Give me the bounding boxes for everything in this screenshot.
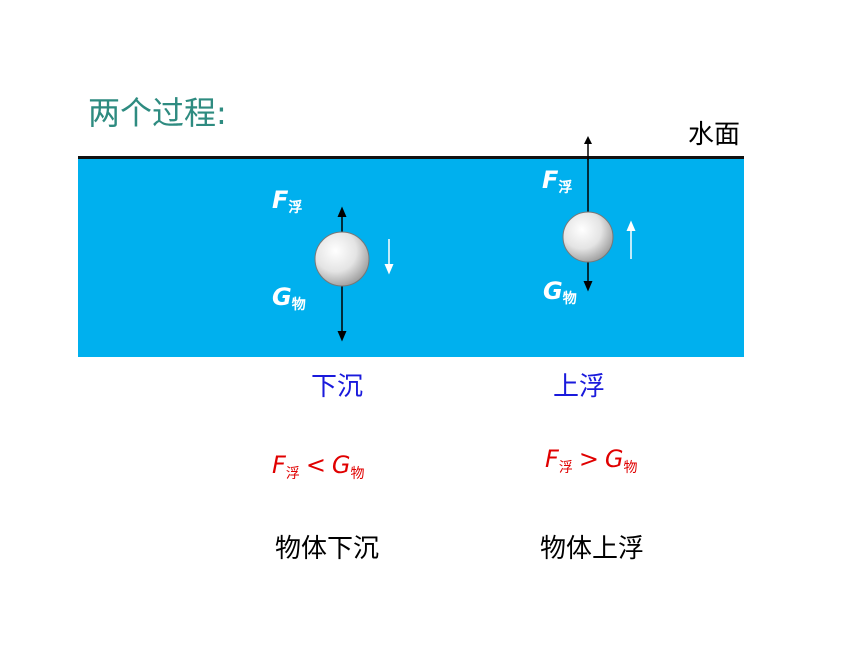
right-buoyancy-label: F浮 xyxy=(542,168,572,195)
right-ball xyxy=(562,211,614,263)
water-surface-line xyxy=(78,156,744,159)
right-cond-lhs: F xyxy=(545,445,559,473)
water-body xyxy=(78,159,744,357)
left-buoyancy-sub: 浮 xyxy=(288,200,303,216)
left-gravity-label: G物 xyxy=(272,285,306,312)
right-gravity-sub: 物 xyxy=(562,291,577,307)
right-gravity-label: G物 xyxy=(543,279,577,306)
right-cond-rhs: G xyxy=(604,445,624,473)
right-process-label: 上浮 xyxy=(553,372,606,402)
water-surface-label: 水面 xyxy=(688,120,741,150)
left-cond-lhs: F xyxy=(272,451,286,479)
left-gravity-symbol: G xyxy=(272,283,292,311)
right-cond-rhs-sub: 物 xyxy=(623,460,638,476)
right-buoyancy-sub: 浮 xyxy=(558,180,573,196)
right-condition: F浮 >G物 xyxy=(545,447,638,475)
left-ball xyxy=(314,231,370,287)
left-process-label: 下沉 xyxy=(311,372,364,402)
right-result-text: 物体上浮 xyxy=(540,534,645,564)
left-condition: F浮 <G物 xyxy=(272,453,365,481)
right-gravity-symbol: G xyxy=(543,277,563,305)
slide-title: 两个过程: xyxy=(88,94,227,132)
right-buoyancy-arrow-tip xyxy=(584,136,592,160)
left-result-text: 物体下沉 xyxy=(275,534,380,564)
left-buoyancy-symbol: F xyxy=(272,186,289,214)
right-cond-operator: > xyxy=(578,445,599,473)
left-cond-lhs-sub: 浮 xyxy=(285,466,300,482)
left-gravity-sub: 物 xyxy=(291,297,306,313)
left-cond-rhs: G xyxy=(331,451,351,479)
left-cond-rhs-sub: 物 xyxy=(350,466,365,482)
right-cond-lhs-sub: 浮 xyxy=(558,460,573,476)
water-region xyxy=(78,159,744,357)
right-buoyancy-symbol: F xyxy=(542,166,559,194)
left-buoyancy-label: F浮 xyxy=(272,188,302,215)
left-cond-operator: < xyxy=(305,451,326,479)
